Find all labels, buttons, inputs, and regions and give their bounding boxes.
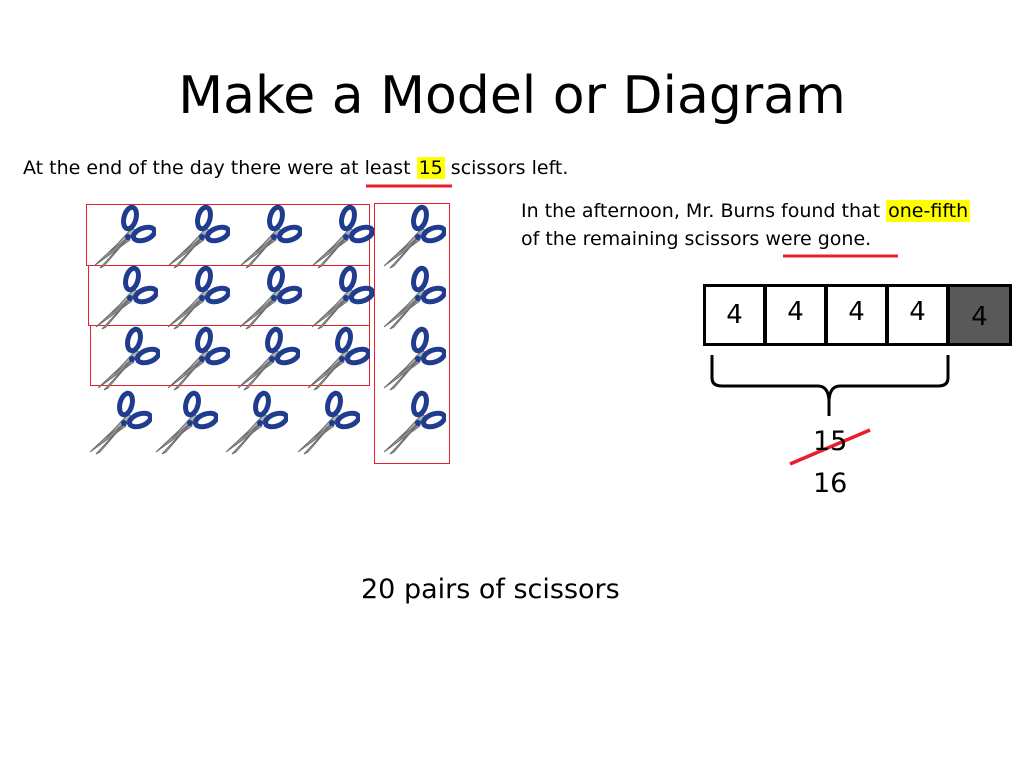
scissors-icon [297, 390, 360, 455]
statement2-row-2: of the remaining scissors were gone. [521, 225, 970, 253]
statement2-period: . [865, 228, 872, 250]
scissors-icon [95, 265, 158, 330]
scissors-icon [155, 390, 218, 455]
at-least-text: at least [339, 157, 411, 179]
scissors-icon [239, 204, 302, 269]
statement2-line1: In the afternoon, Mr. Burns found that [521, 200, 887, 222]
scissors-icon [307, 326, 370, 391]
answer-text: 20 pairs of scissors [361, 574, 620, 605]
scissors-icon [167, 326, 230, 391]
were-gone-text: were gone [765, 228, 866, 250]
crossed-out-total: 15 [813, 426, 848, 457]
scissors-icon [93, 204, 156, 269]
scissors-icon [225, 390, 288, 455]
scissors-icon [311, 204, 374, 269]
statement-line-2: In the afternoon, Mr. Burns found that o… [521, 197, 971, 253]
tape-cell-4: 4 [886, 284, 949, 346]
tape-cell-2: 4 [764, 284, 827, 346]
tape-brace [710, 355, 950, 416]
fifteen-highlight: 15 [416, 157, 445, 179]
scissors-icon [167, 265, 230, 330]
statement2-line2: of the remaining scissors [521, 228, 766, 250]
tape-cell-1: 4 [703, 284, 766, 346]
scissors-icon [383, 390, 446, 455]
crossout-line [789, 428, 871, 466]
scissors-icon [383, 265, 446, 330]
statement2-row-1: In the afternoon, Mr. Burns found that o… [521, 197, 971, 225]
scissors-icon [237, 326, 300, 391]
statement-line-1: At the end of the day there were at leas… [23, 155, 568, 181]
statement1-before: At the end of the day there were [23, 157, 340, 179]
one-fifth-highlight: one-fifth [886, 200, 971, 222]
scissors-icon [383, 326, 446, 391]
scissors-icon [239, 265, 302, 330]
page-title: Make a Model or Diagram [178, 66, 846, 126]
scissors-icon [383, 204, 446, 269]
statement1-after: scissors left. [444, 157, 569, 179]
tape-cell-5-shaded: 4 [947, 284, 1012, 346]
tape-cell-3: 4 [825, 284, 888, 346]
scissors-icon [97, 326, 160, 391]
scissors-icon [311, 265, 374, 330]
corrected-total: 16 [813, 468, 848, 499]
group-box-column [374, 203, 450, 464]
scissors-icon [167, 204, 230, 269]
scissors-icon [89, 390, 152, 455]
